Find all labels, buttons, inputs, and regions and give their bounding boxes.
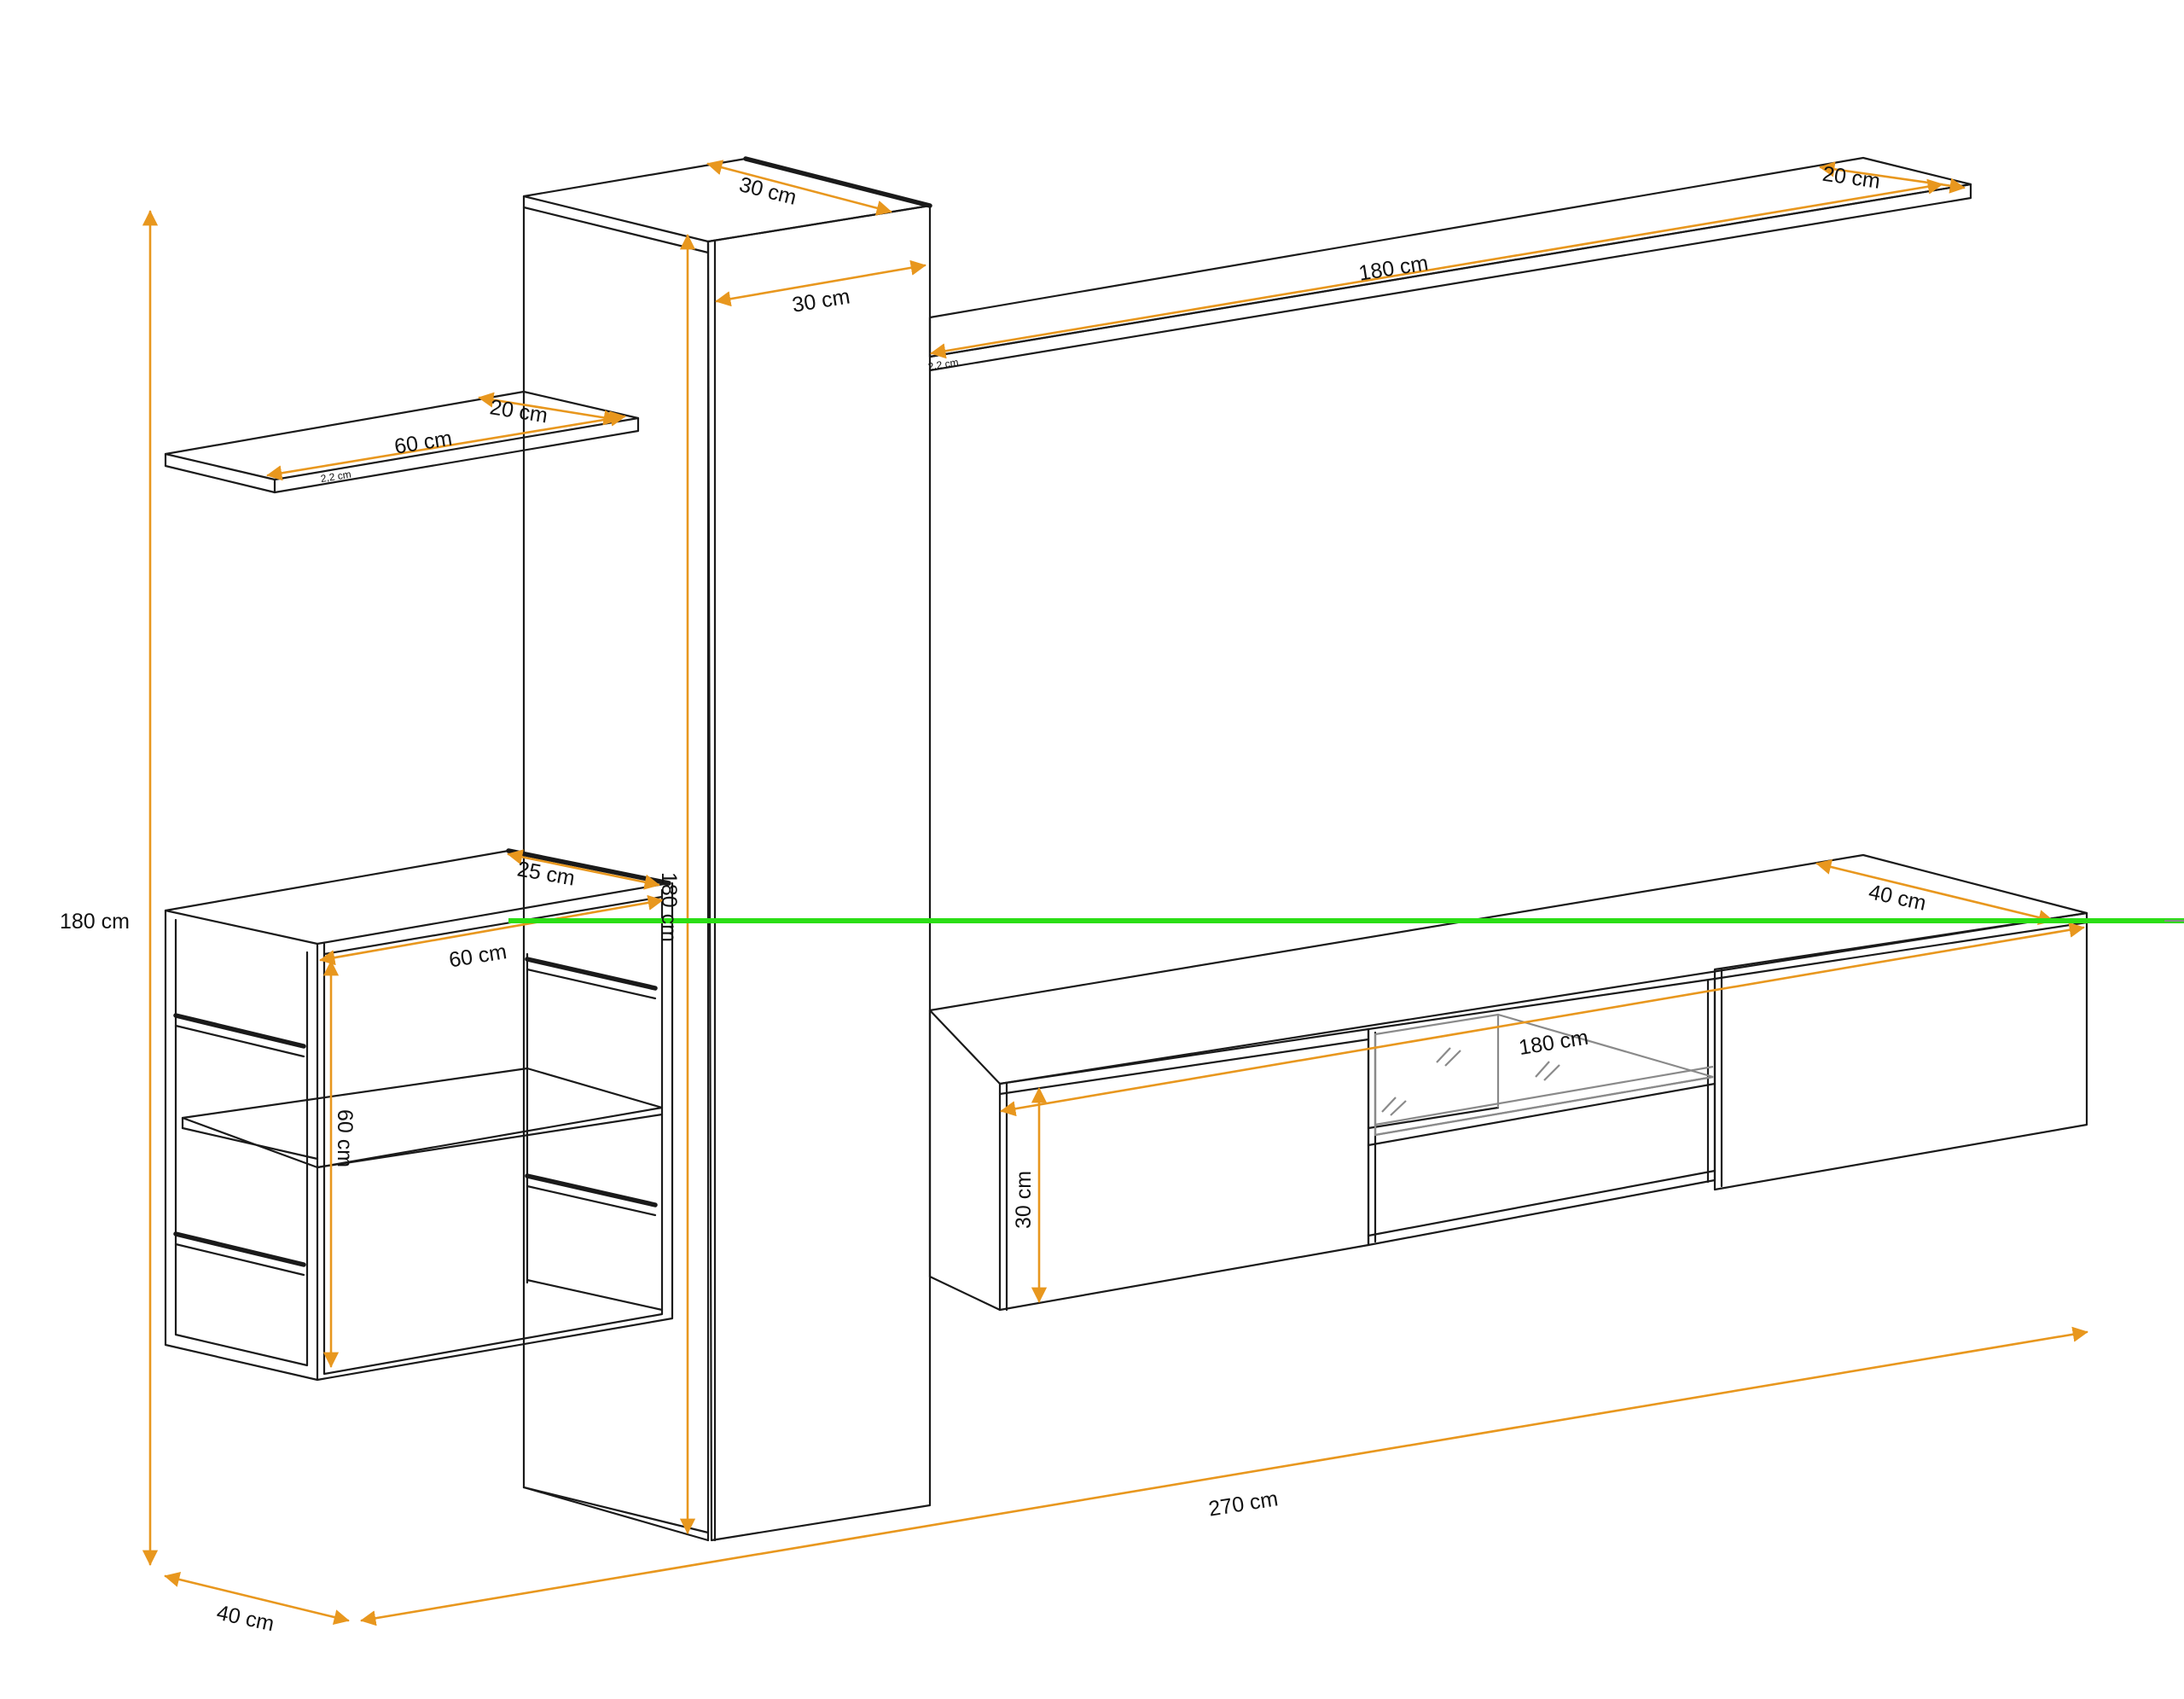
dim-left-shelf-depth-line: [478, 392, 619, 426]
dim-cube-width-line: [319, 894, 664, 966]
dim-tv-depth-line: [1815, 859, 2054, 925]
top-wall-shelf: [928, 156, 1972, 372]
label-column-top-depth: 30 cm: [737, 172, 799, 210]
dim-top-shelf-length-line: [930, 178, 1943, 359]
dim-top-shelf-depth-line: [1819, 161, 1966, 194]
dim-cube-depth-line: [507, 849, 660, 890]
label-column-front-width: 30 cm: [791, 284, 852, 317]
label-left-shelf-thickness: 2,2 cm: [320, 468, 352, 485]
label-top-shelf-length: 180 cm: [1357, 251, 1430, 285]
label-tv-height: 30 cm: [1012, 1171, 1036, 1229]
label-width-total: 270 cm: [1207, 1487, 1280, 1521]
label-left-shelf-depth: 20 cm: [488, 395, 549, 428]
dim-left-shelf-length-line: [266, 410, 626, 481]
dim-width-total-line: [360, 1326, 2088, 1626]
label-tv-depth: 40 cm: [1867, 880, 1928, 916]
dimension-lines: [142, 160, 2088, 1626]
label-left-shelf-length: 60 cm: [392, 426, 454, 458]
label-tv-length: 180 cm: [1517, 1026, 1589, 1060]
label-cube-width: 60 cm: [447, 940, 508, 972]
label-top-shelf-thickness: 2,2 cm: [927, 356, 960, 372]
label-column-height: 180 cm: [657, 872, 681, 942]
open-cube-shelf: [164, 848, 674, 1382]
dim-column-top-depth-line: [706, 160, 892, 216]
dim-column-front-width-line: [715, 259, 926, 307]
label-top-shelf-depth: 20 cm: [1821, 162, 1881, 194]
label-cube-height: 60 cm: [333, 1109, 357, 1167]
label-depth-total: 40 cm: [214, 1601, 276, 1637]
dim-tv-length-line: [1000, 922, 2085, 1117]
label-height-total: 180 cm: [60, 910, 130, 934]
dim-depth-total-line: [164, 1572, 350, 1625]
